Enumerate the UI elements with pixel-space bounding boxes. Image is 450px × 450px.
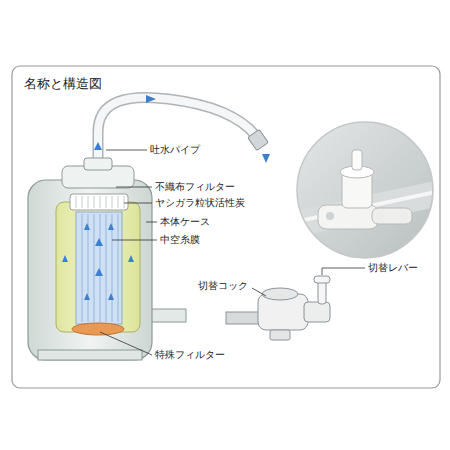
part-label: 中空糸膜 — [160, 234, 200, 246]
spout-pipe — [94, 95, 270, 172]
part-label: 吐水パイプ — [150, 144, 200, 156]
part-label: ヤシガラ粒状活性炭 — [155, 197, 245, 209]
photo-inset — [294, 122, 446, 258]
part-label: 特殊フィルター — [155, 349, 225, 361]
diagram-title: 名称と構造図 — [24, 76, 102, 92]
part-label: 本体ケース — [160, 216, 210, 228]
part-label: 不織布フィルター — [155, 181, 235, 193]
part-label: 切替コック — [198, 280, 248, 292]
panel-frame — [12, 66, 440, 388]
part-label: 切替レバー — [368, 262, 418, 274]
leader-lines — [100, 150, 365, 355]
